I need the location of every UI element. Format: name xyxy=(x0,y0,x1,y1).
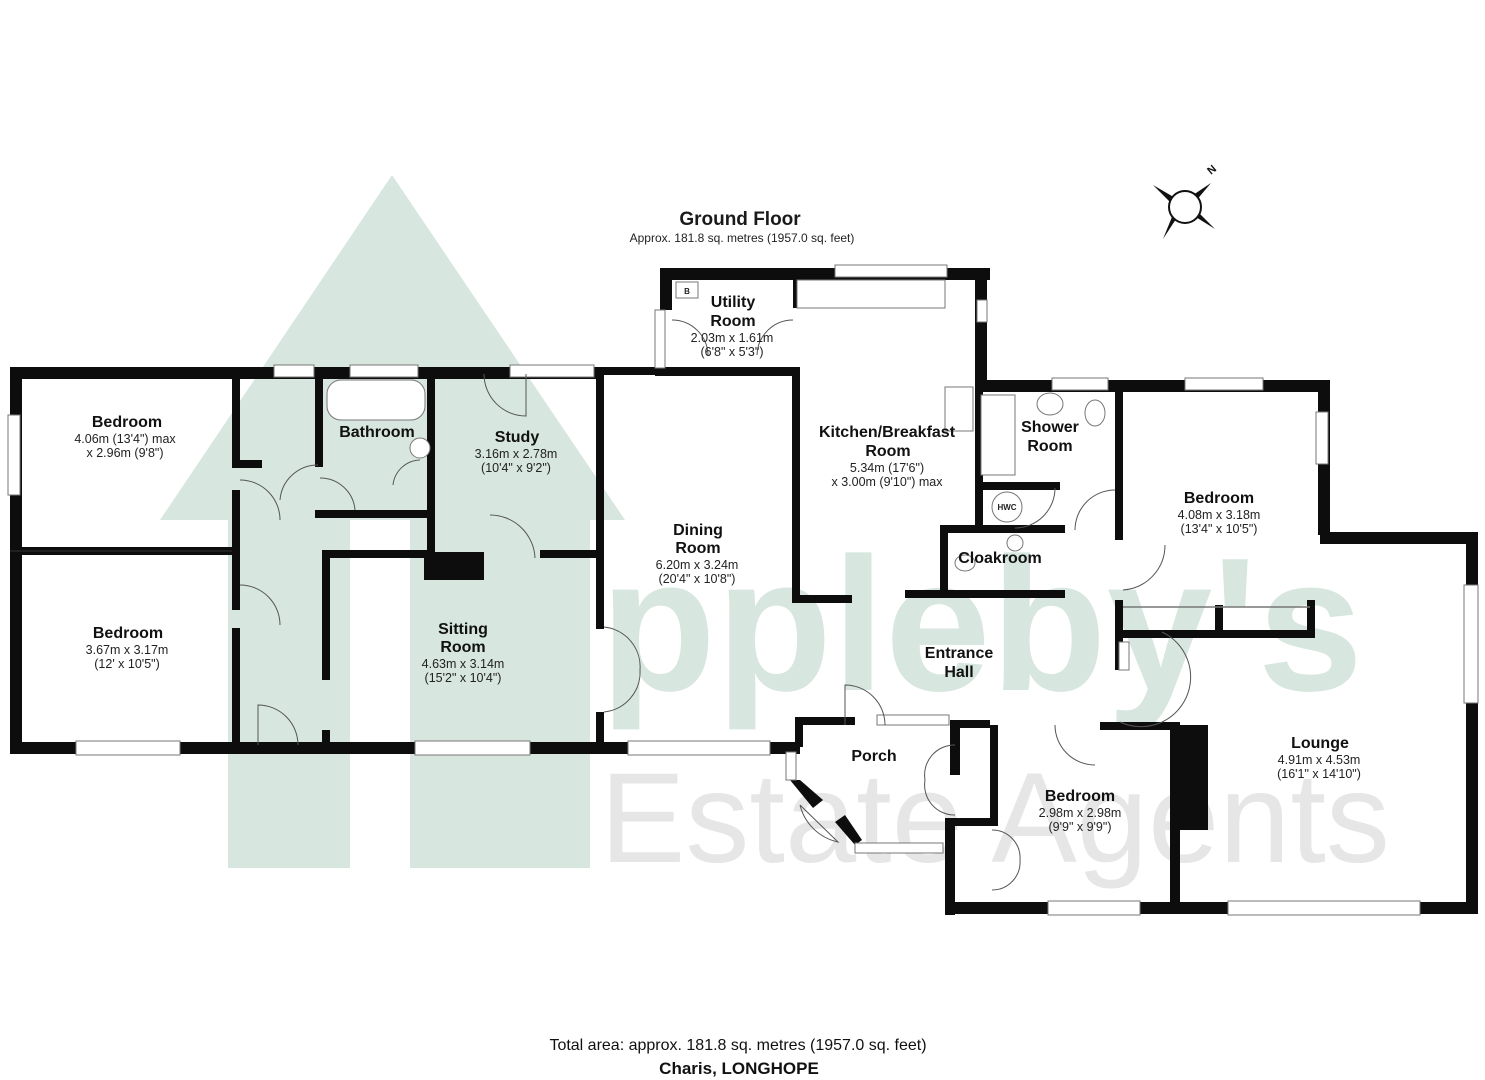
room-label-porch: Porch xyxy=(851,748,896,765)
basin-icon xyxy=(409,437,431,459)
svg-text:4.06m (13'4") max: 4.06m (13'4") max xyxy=(74,432,176,446)
svg-text:(13'4" x 10'5"): (13'4" x 10'5") xyxy=(1181,522,1258,536)
total-area: Total area: approx. 181.8 sq. metres (19… xyxy=(549,1037,926,1054)
room-label-bathroom: Bathroom xyxy=(339,424,415,441)
room-label-bedroom-4: Bedroom 2.98m x 2.98m (9'9" x 9'9") xyxy=(1039,788,1122,834)
room-label-bedroom-3: Bedroom 4.08m x 3.18m (13'4" x 10'5") xyxy=(1178,490,1261,536)
floor-title: Ground Floor xyxy=(679,209,801,230)
svg-text:Room: Room xyxy=(865,443,910,460)
svg-text:3.67m x 3.17m: 3.67m x 3.17m xyxy=(86,643,169,657)
room-label-lounge: Lounge 4.91m x 4.53m (16'1" x 14'10") xyxy=(1277,735,1361,781)
windows xyxy=(7,264,1479,916)
room-label-shower-room: Shower Room xyxy=(1021,419,1079,455)
room-label-utility-room: Utility Room 2.03m x 1.61m (6'8" x 5'3") xyxy=(691,294,774,359)
svg-text:Room: Room xyxy=(1027,438,1072,455)
svg-text:Study: Study xyxy=(495,429,540,446)
cloakroom-basin-icon xyxy=(1006,534,1024,552)
watermark-house-arrow xyxy=(160,175,625,868)
svg-text:Lounge: Lounge xyxy=(1291,735,1349,752)
svg-text:Room: Room xyxy=(675,540,720,557)
watermark-brand: ppleby's xyxy=(600,519,1363,731)
svg-text:Shower: Shower xyxy=(1021,419,1079,436)
hot-water-cylinder-icon xyxy=(991,491,1023,523)
room-label-sitting-room: Sitting Room 4.63m x 3.14m (15'2" x 10'4… xyxy=(422,621,505,685)
svg-text:(6'8" x 5'3"): (6'8" x 5'3") xyxy=(701,345,764,359)
svg-text:6.20m x 3.24m: 6.20m x 3.24m xyxy=(656,558,739,572)
svg-text:2.98m x 2.98m: 2.98m x 2.98m xyxy=(1039,806,1122,820)
room-label-entrance-hall: Entrance Hall xyxy=(925,645,994,681)
svg-text:(16'1" x 14'10"): (16'1" x 14'10") xyxy=(1277,767,1361,781)
hwc-label: HWC xyxy=(997,503,1016,512)
svg-text:Kitchen/Breakfast: Kitchen/Breakfast xyxy=(819,424,956,441)
toilet-icon xyxy=(1084,399,1106,427)
svg-text:5.34m (17'6"): 5.34m (17'6") xyxy=(850,461,924,475)
shower-tray-icon xyxy=(980,394,1016,476)
svg-text:Utility: Utility xyxy=(711,294,756,311)
floor-area: Approx. 181.8 sq. metres (1957.0 sq. fee… xyxy=(630,231,855,245)
room-label-dining-room: Dining Room 6.20m x 3.24m (20'4" x 10'8"… xyxy=(656,522,739,586)
worktop-icon xyxy=(796,279,946,309)
svg-text:x 2.96m (9'8"): x 2.96m (9'8") xyxy=(87,446,164,460)
svg-text:4.08m x 3.18m: 4.08m x 3.18m xyxy=(1178,508,1261,522)
room-label-bedroom-1: Bedroom 4.06m (13'4") max x 2.96m (9'8") xyxy=(74,414,176,460)
fixtures: B HWC xyxy=(10,279,1310,608)
svg-text:Room: Room xyxy=(710,313,755,330)
boiler-label: B xyxy=(684,287,690,296)
svg-text:Bedroom: Bedroom xyxy=(93,625,163,642)
doors xyxy=(239,319,1192,891)
svg-text:Sitting: Sitting xyxy=(438,621,488,638)
compass-north-label: N xyxy=(1205,163,1219,177)
svg-text:(15'2" x 10'4"): (15'2" x 10'4") xyxy=(425,671,502,685)
svg-text:Bathroom: Bathroom xyxy=(339,424,415,441)
svg-text:Room: Room xyxy=(440,639,485,656)
svg-text:Dining: Dining xyxy=(673,522,723,539)
svg-text:2.03m x 1.61m: 2.03m x 1.61m xyxy=(691,331,774,345)
svg-text:x 3.00m (9'10") max: x 3.00m (9'10") max xyxy=(831,475,943,489)
room-label-kitchen: Kitchen/Breakfast Room 5.34m (17'6") x 3… xyxy=(819,424,956,489)
svg-text:4.63m x 3.14m: 4.63m x 3.14m xyxy=(422,657,505,671)
svg-text:(9'9" x 9'9"): (9'9" x 9'9") xyxy=(1049,820,1112,834)
svg-text:3.16m x 2.78m: 3.16m x 2.78m xyxy=(475,447,558,461)
room-label-bedroom-2: Bedroom 3.67m x 3.17m (12' x 10'5") xyxy=(86,625,169,671)
property-name: Charis, LONGHOPE xyxy=(659,1059,819,1078)
cloakroom-toilet-icon xyxy=(954,554,976,572)
svg-text:Entrance: Entrance xyxy=(925,645,994,662)
svg-text:Porch: Porch xyxy=(851,748,896,765)
svg-text:(20'4" x 10'8"): (20'4" x 10'8") xyxy=(659,572,736,586)
svg-text:(12' x 10'5"): (12' x 10'5") xyxy=(94,657,160,671)
room-label-study: Study 3.16m x 2.78m (10'4" x 9'2") xyxy=(475,429,558,475)
shower-basin-icon xyxy=(1036,392,1064,416)
svg-text:Bedroom: Bedroom xyxy=(1045,788,1115,805)
hob-icon xyxy=(944,386,974,432)
bathtub-icon xyxy=(326,379,426,421)
svg-text:4.91m x 4.53m: 4.91m x 4.53m xyxy=(1278,753,1361,767)
svg-text:Bedroom: Bedroom xyxy=(1184,490,1254,507)
boiler-icon xyxy=(675,281,699,299)
compass-icon: N xyxy=(1153,163,1219,239)
svg-text:Cloakroom: Cloakroom xyxy=(958,550,1042,567)
svg-text:Bedroom: Bedroom xyxy=(92,414,162,431)
room-label-cloakroom: Cloakroom xyxy=(958,550,1042,567)
svg-text:(10'4" x 9'2"): (10'4" x 9'2") xyxy=(481,461,551,475)
svg-text:Hall: Hall xyxy=(944,664,973,681)
